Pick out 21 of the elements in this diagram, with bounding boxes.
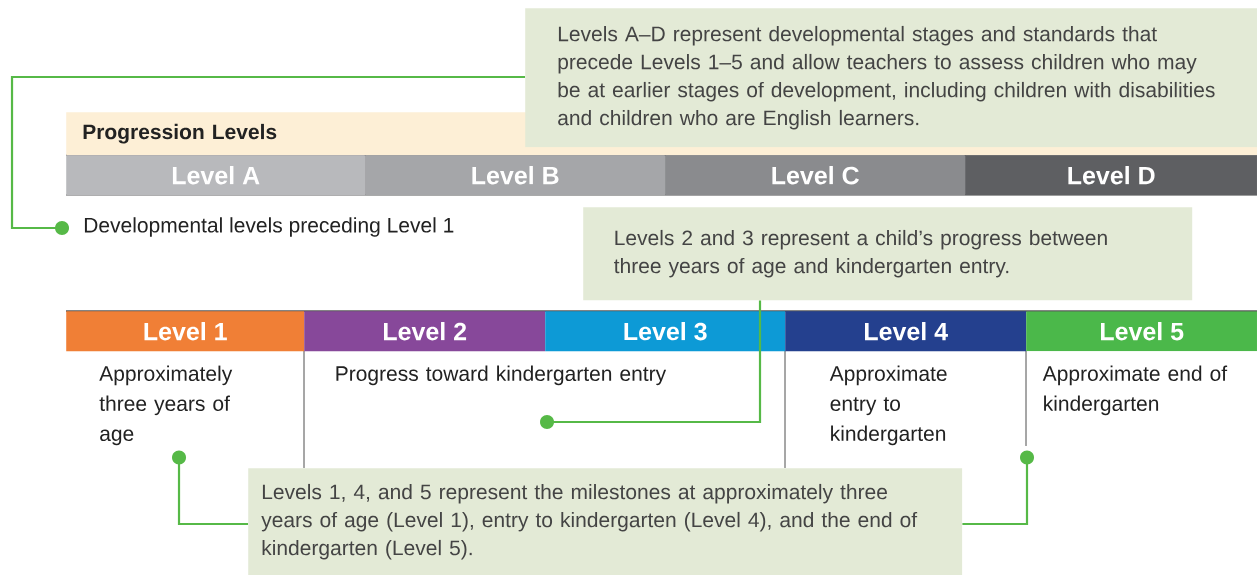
level-header: Level 5 [1026,311,1257,352]
table-cell: Approximate entry to kindergarten [829,365,947,446]
leader-line [962,450,1034,526]
leader-line [10,75,525,235]
table-cell: Approximately three years of age [99,365,233,446]
level-header: Level C [665,155,966,196]
row-label: Developmental levels preceding Level 1 [84,217,454,237]
table-cell: Progress toward kindergarten entry [336,365,667,386]
level-header: Level A [66,155,366,196]
table-cell: Approximate end of kindergarten [1042,365,1228,416]
level-header: Level 3 [545,311,786,352]
level-header: Level 2 [304,311,546,352]
leader-line [172,450,248,526]
level-header: Level D [965,155,1257,196]
leader-line [540,300,762,429]
level-header: Level 1 [66,311,305,352]
callout-box: Levels 2 and 3 represent a child’s progress between three years of age and kindergarten entry. [583,207,1193,301]
callout-box: Levels 1, 4, and 5 represent the milestones at approximately three years of age (Level 1), entry to kindergarten (Level 4), and the end of kindergarten (Level 5). [248,468,963,575]
level-header: Level 4 [785,311,1027,352]
callout-box: Levels A–D represent developmental stages and standards that precede Levels 1–5 and allow teachers to assess children who may be at earlier stages of development, including children with disabilities and children who are English learners. [525,8,1257,148]
level-header: Level B [365,155,666,196]
